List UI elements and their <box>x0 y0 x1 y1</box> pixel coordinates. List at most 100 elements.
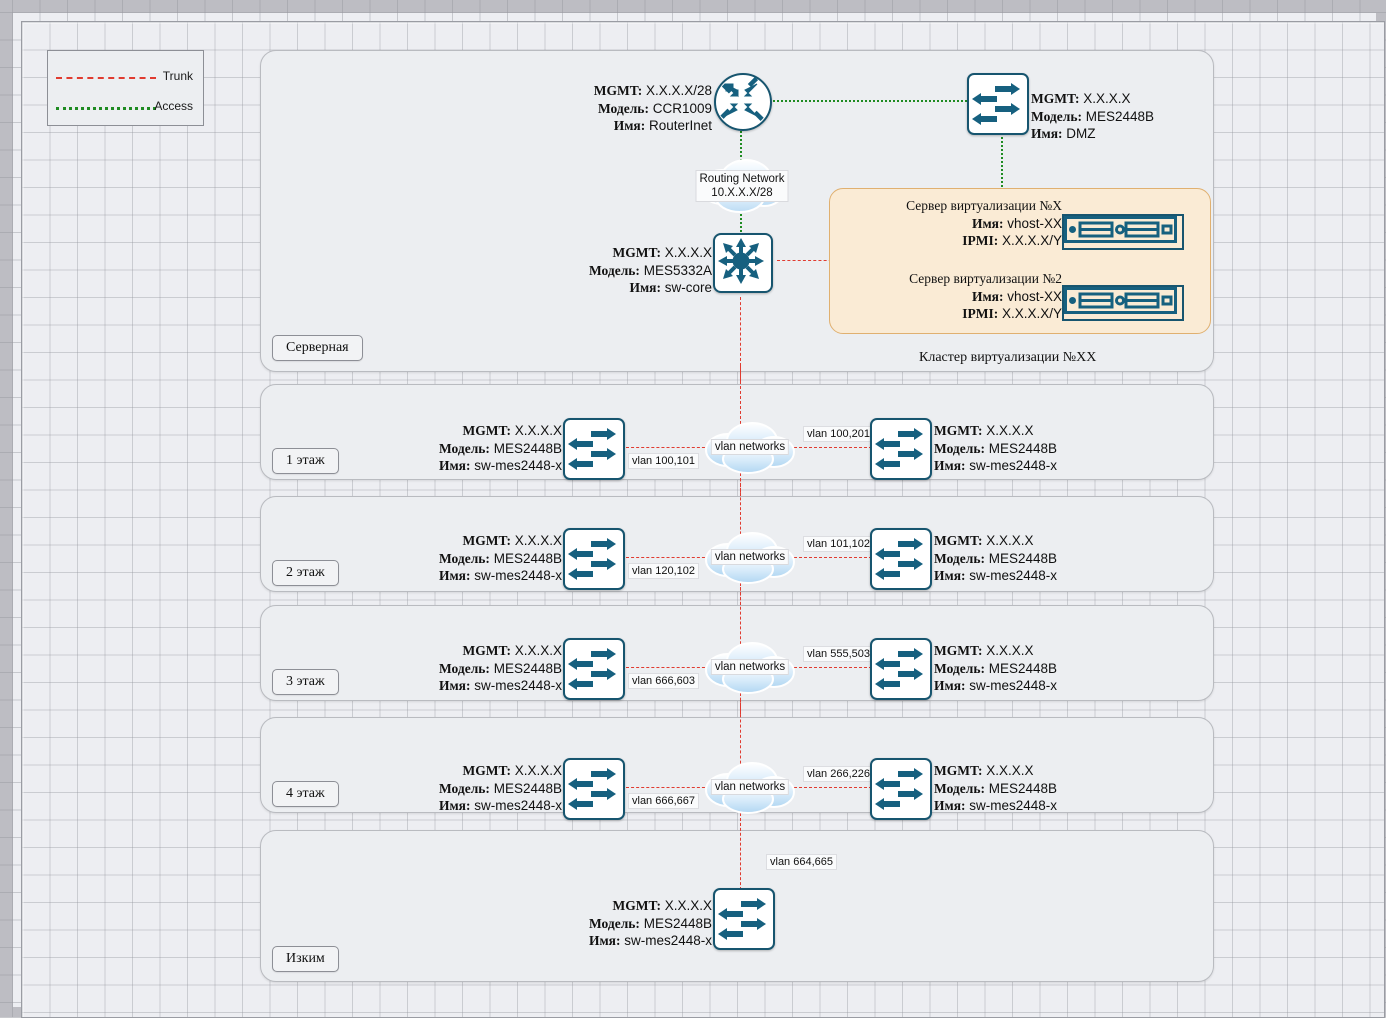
dmz-mgmt-key: MGMT: <box>1031 91 1080 106</box>
group-label-floor-3: 3 этаж <box>272 669 339 695</box>
switch-icon-floor-1-left[interactable] <box>563 418 625 480</box>
legend-access-label: Access <box>154 99 193 113</box>
edge-router-cloud <box>740 127 742 165</box>
floor-3-left-label-block: MGMT: X.X.X.X Модель: MES2448B Имя: sw-m… <box>438 643 562 693</box>
edge-label-floor-2-left-vlan: vlan 120,102 <box>628 563 699 579</box>
legend-box: Trunk Access <box>47 50 204 126</box>
cloud-icon-floor-2[interactable]: vlan networks <box>700 528 800 586</box>
floor-3-right-mgmt: X.X.X.X <box>986 643 1034 658</box>
router-label-block: MGMT: X.X.X.X/28 Модель: CCR1009 Имя: Ro… <box>412 82 712 135</box>
cloud-icon-floor-3[interactable]: vlan networks <box>700 638 800 696</box>
floor-4-left-mgmt: X.X.X.X <box>514 763 562 778</box>
switch-icon-floor-3-left[interactable] <box>563 638 625 700</box>
router-icon[interactable] <box>714 73 772 131</box>
edge-label-floor-3-left-vlan: vlan 666,603 <box>628 673 699 689</box>
core-switch-icon[interactable] <box>713 233 773 293</box>
dmz-mgmt-value: X.X.X.X <box>1083 91 1131 106</box>
floor-1-cloud-text: vlan networks <box>710 439 790 455</box>
server-icon-2[interactable] <box>1062 285 1184 321</box>
cloud-icon-routing-network[interactable]: Routing Network 10.X.X.X/28 <box>692 157 792 215</box>
switch-icon-izkim[interactable] <box>713 888 775 950</box>
core-model-value: MES5332A <box>643 262 712 278</box>
edge-router-dmz <box>762 100 967 102</box>
dmz-model-key: Модель: <box>1031 108 1082 124</box>
dmz-name-key: Имя: <box>1031 126 1063 141</box>
vserver-2-title: Сервер виртуализации №2 <box>909 271 1062 286</box>
vserver-2-name-key: Имя: <box>971 288 1004 304</box>
izkim-mgmt-key: MGMT: <box>612 898 661 913</box>
group-label-floor-4: 4 этаж <box>272 781 339 807</box>
floor-4-left-name: sw-mes2448-x <box>474 798 562 813</box>
switch-icon-floor-4-left[interactable] <box>563 758 625 820</box>
vserver-1-ipmi-value: X.X.X.X/Y <box>1001 233 1062 248</box>
vserver-2-label-block: Сервер виртуализации №2 Имя: vhost-XX IP… <box>812 270 1062 323</box>
floor-2-left-model: MES2448B <box>493 550 562 566</box>
edge-label-izkim-vlan: vlan 664,665 <box>766 854 837 870</box>
edge-right-trunk-floor-4 <box>774 787 872 788</box>
floor-1-right-model: MES2448B <box>988 440 1058 456</box>
floor-2-left-name: sw-mes2448-x <box>474 568 562 583</box>
floor-1-right-mgmt: X.X.X.X <box>986 423 1034 438</box>
vserver-1-title: Сервер виртуализации №X <box>906 198 1062 213</box>
edge-spine-floor-3 <box>740 587 741 659</box>
edge-cloud-core <box>740 207 742 239</box>
floor-4-right-label-block: MGMT: X.X.X.X Модель: MES2448B Имя: sw-m… <box>934 763 1058 813</box>
group-label-floor-2: 2 этаж <box>272 560 339 586</box>
floor-2-right-label-block: MGMT: X.X.X.X Модель: MES2448B Имя: sw-m… <box>934 533 1058 583</box>
edge-label-floor-1-right-vlan: vlan 100,201 <box>803 426 874 442</box>
cloud-icon-floor-1[interactable]: vlan networks <box>700 418 800 476</box>
dmz-name-value: DMZ <box>1066 126 1096 141</box>
edge-left-trunk-floor-1 <box>626 447 710 448</box>
switch-icon-floor-3-right[interactable] <box>870 638 932 700</box>
legend-trunk-line <box>56 77 156 79</box>
edge-spine-floor-2 <box>740 478 741 549</box>
floor-2-right-mgmt: X.X.X.X <box>986 533 1034 548</box>
edge-left-trunk-floor-4 <box>626 787 710 788</box>
edge-left-trunk-floor-3 <box>626 667 710 668</box>
dmz-model-value: MES2448B <box>1085 108 1155 124</box>
izkim-name-key: Имя: <box>588 933 621 948</box>
routing-cloud-line2: 10.X.X.X/28 <box>711 187 773 199</box>
server-icon-1[interactable] <box>1062 214 1184 250</box>
edge-right-trunk-floor-1 <box>774 447 872 448</box>
floor-3-cloud-text: vlan networks <box>710 659 790 675</box>
virtualization-cluster-caption: Кластер виртуализации №XX <box>919 350 1097 365</box>
floor-1-left-label-block: MGMT: X.X.X.X Модель: MES2448B Имя: sw-m… <box>438 423 562 473</box>
group-label-floor-1: 1 этаж <box>272 448 339 474</box>
floor-3-right-label-block: MGMT: X.X.X.X Модель: MES2448B Имя: sw-m… <box>934 643 1058 693</box>
izkim-switch-label-block: MGMT: X.X.X.X Модель: MES2448B Имя: sw-m… <box>422 897 712 950</box>
cloud-icon-floor-4[interactable]: vlan networks <box>700 758 800 816</box>
floor-4-right-model: MES2448B <box>988 780 1058 796</box>
floor-1-left-name: sw-mes2448-x <box>474 458 562 473</box>
vserver-2-name-value: vhost-XX <box>1007 288 1062 304</box>
floor-4-right-mgmt: X.X.X.X <box>986 763 1034 778</box>
floor-1-left-mgmt: X.X.X.X <box>514 423 562 438</box>
vserver-2-ipmi-value: X.X.X.X/Y <box>1001 306 1062 321</box>
group-label-server-room: Серверная <box>272 335 363 361</box>
izkim-model-key: Модель: <box>588 915 640 931</box>
diagram-inner-canvas: Trunk Access Серверная MGMT: X.X.X.X/28 … <box>21 21 1385 1018</box>
group-label-izkim: Изким <box>272 946 339 972</box>
switch-icon-floor-2-left[interactable] <box>563 528 625 590</box>
legend-trunk-label: Trunk <box>162 69 193 83</box>
floor-1-right-label-block: MGMT: X.X.X.X Модель: MES2448B Имя: sw-m… <box>934 423 1058 473</box>
vserver-1-name-key: Имя: <box>971 215 1004 231</box>
router-mgmt-key: MGMT: <box>593 83 643 98</box>
group-izkim[interactable] <box>260 830 1214 982</box>
edge-label-floor-4-left-vlan: vlan 666,667 <box>628 793 699 809</box>
vserver-1-label-block: Сервер виртуализации №X Имя: vhost-XX IP… <box>812 197 1062 250</box>
switch-icon-floor-4-right[interactable] <box>870 758 932 820</box>
core-label-block: MGMT: X.X.X.X Модель: MES5332A Имя: sw-c… <box>422 244 712 297</box>
switch-icon-floor-1-right[interactable] <box>870 418 932 480</box>
switch-icon-dmz[interactable] <box>967 73 1029 135</box>
switch-icon-floor-2-right[interactable] <box>870 528 932 590</box>
floor-2-cloud-text: vlan networks <box>710 549 790 565</box>
floor-1-right-name: sw-mes2448-x <box>969 458 1058 473</box>
edge-spine-floor-4 <box>740 699 741 779</box>
routing-cloud-text: Routing Network 10.X.X.X/28 <box>695 170 789 202</box>
floor-4-right-name: sw-mes2448-x <box>969 798 1058 813</box>
router-model-value: CCR1009 <box>652 100 712 116</box>
edge-right-trunk-floor-3 <box>774 667 872 668</box>
floor-3-right-name: sw-mes2448-x <box>969 678 1058 693</box>
floor-3-left-model: MES2448B <box>493 660 562 676</box>
